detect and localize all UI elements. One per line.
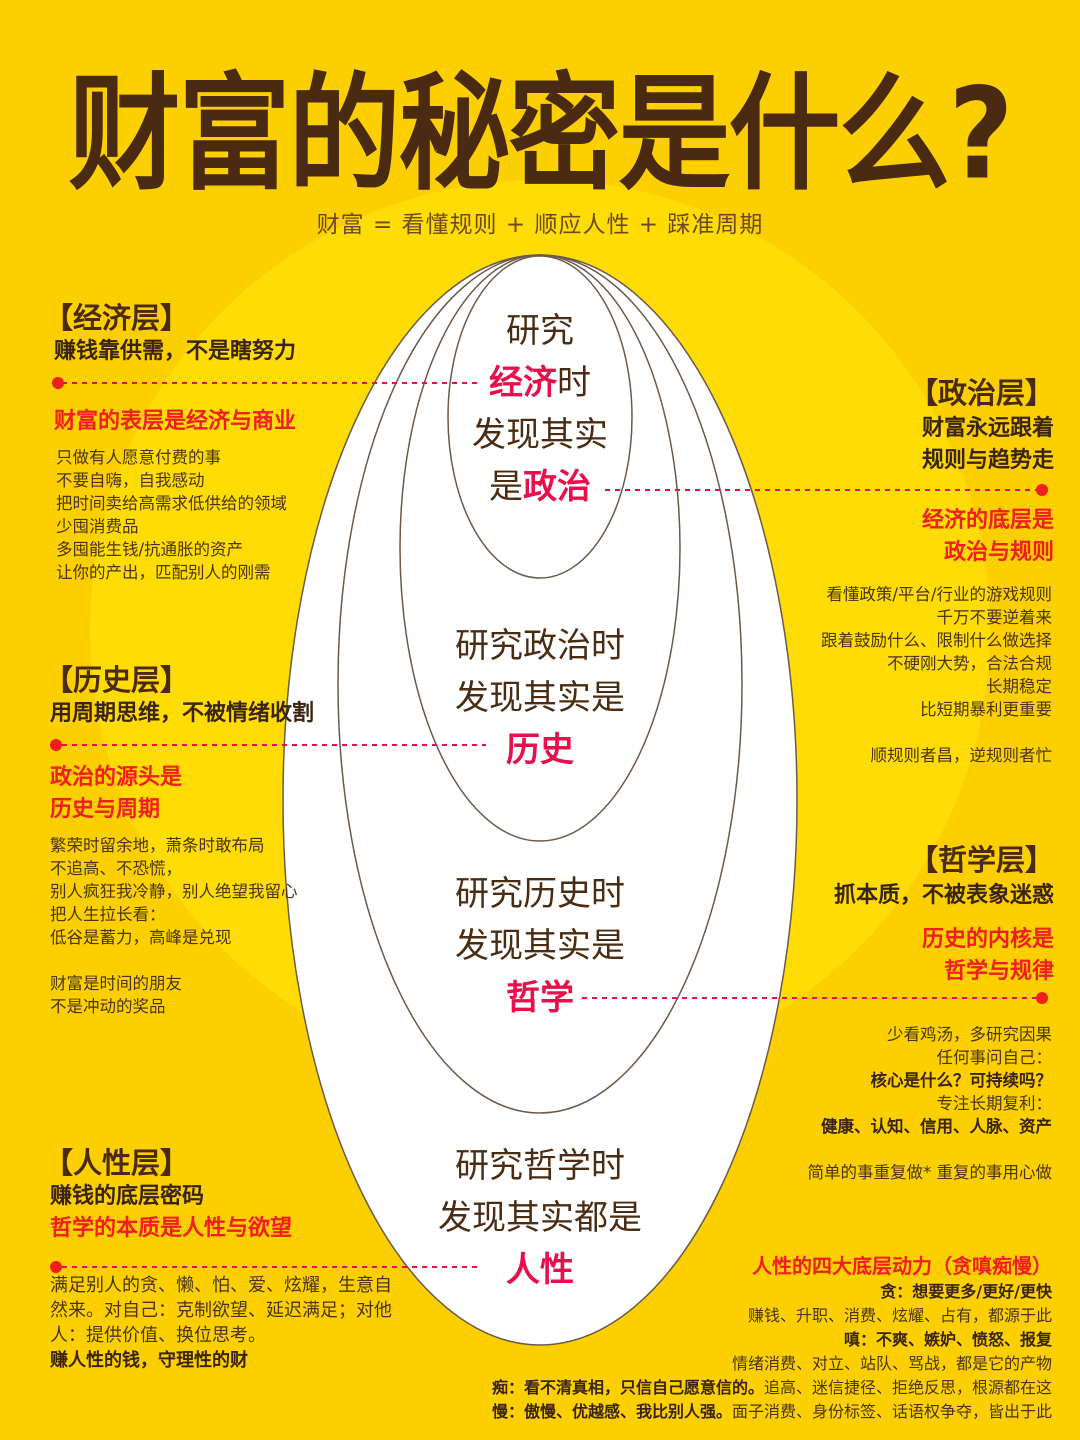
center-history: 研究历史时 发现其实是 哲学 [390,868,690,1024]
layer-history: 【历史层】 用周期思维，不被情绪收割 政治的源头是 历史与周期 繁荣时留余地，萧… [44,663,315,1016]
layer-politics-points: 看懂政策/平台/行业的游戏规则 千万不要逆着来 跟着鼓励什么、限制什么做选择 不… [821,585,1052,765]
layer-economy-title: 【经济层】 [44,301,190,335]
center-answer-human: 人性 [506,1250,574,1290]
four-drives: 人性的四大底层动力（贪嗔痴慢） 贪：想要更多/更好/更快 赚钱、升职、消费、炫耀… [432,1252,1052,1424]
connector-dot-politics [1036,484,1048,496]
layer-human: 【人性层】 赚钱的底层密码 哲学的本质是人性与欲望 满足别人的贪、懒、怕、爱、炫… [44,1146,392,1371]
layer-history-title: 【历史层】 [44,663,190,697]
center-economy: 研究 经济时 发现其实 是政治 [472,311,608,507]
center-answer-philosophy: 哲学 [506,978,574,1018]
layer-philosophy: 【哲学层】 抓本质，不被表象迷惑 历史的内核是 哲学与规律 [734,842,1054,988]
layer-politics: 【政治层】 财富永远跟着 规则与趋势走 经济的底层是 政治与规则 [754,375,1054,569]
layer-philosophy-title: 【哲学层】 [908,843,1054,877]
ellipse-economy [447,255,633,579]
center-philosophy: 研究哲学时 发现其实都是 人性 [390,1140,690,1296]
layer-economy: 【经济层】 赚钱靠供需，不是瞎努力 财富的表层是经济与商业 只做有人愿意付费的事… [44,300,296,584]
layer-economy-points: 只做有人愿意付费的事 不要自嗨，自我感动 把时间卖给高需求低供给的领域 少囤消费… [56,448,287,582]
layer-philosophy-points: 少看鸡汤，多研究因果 任何事问自己： 核心是什么？可持续吗？ 专注长期复利： 健… [807,1025,1053,1182]
layer-economy-tagline: 赚钱靠供需，不是瞎努力 [54,339,297,364]
center-answer-history: 历史 [506,730,574,770]
layer-politics-title: 【政治层】 [908,376,1054,410]
layer-human-paragraph: 满足别人的贪、懒、怕、爱、炫耀，生意自 然来。对自己：克制欲望、延迟满足；对他 … [50,1275,392,1371]
connector-dot-philosophy [1036,992,1048,1004]
connector-dot-history [50,739,62,751]
ellipse-history [399,254,681,842]
page-title: 财富的秘密是什么? [68,62,1014,208]
layer-economy-key: 财富的表层是经济与商业 [54,409,297,434]
page-subtitle: 财富 = 看懂规则 + 顺应人性 + 踩准周期 [316,212,764,238]
layer-history-points: 繁荣时留余地，萧条时敢布局 不追高、不恐慌， 别人疯狂我冷静，别人绝望我留心 把… [50,836,298,1016]
layer-human-title: 【人性层】 [44,1146,190,1180]
connector-dot-economy [52,377,64,389]
connector-dot-human [50,1261,62,1273]
center-answer-politics: 政治 [523,467,591,507]
center-politics: 研究政治时 发现其实是 历史 [390,620,690,776]
four-drives-title: 人性的四大底层动力（贪嗔痴慢） [752,1254,1052,1278]
